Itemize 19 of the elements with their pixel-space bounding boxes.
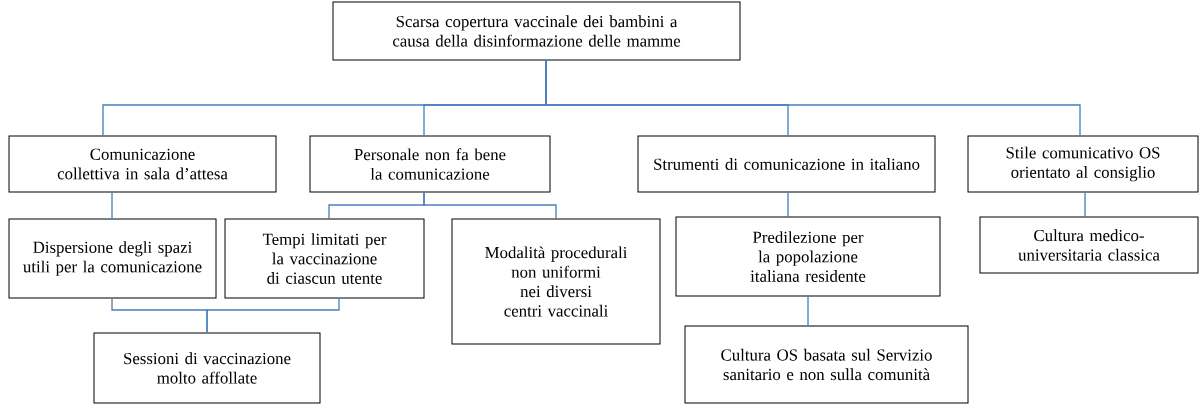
connector-line (807, 295, 809, 327)
text-box: Predilezione per la popolazione italiana residente (675, 216, 941, 297)
text-box: Comunicazione collettiva in sala d’attesa (8, 135, 277, 193)
connector-line (111, 191, 113, 220)
text-box: Scarsa copertura vaccinale dei bambini a causa della disinformazione delle mamme (332, 1, 741, 61)
text-box: Sessioni di vaccinazione molto affollate (93, 332, 321, 404)
connector-line (787, 191, 789, 218)
connector-line (206, 297, 340, 334)
text-box: Strumenti di comunicazione in italiano (637, 135, 936, 193)
connector-line (545, 59, 1081, 137)
text-box: Dispersione degli spazi utili per la comunicazione (8, 218, 217, 299)
text-box: Personale non fa bene la comunicazione (309, 135, 551, 193)
connector-line (1084, 191, 1086, 218)
text-box: Stile comunicativo OS orientato al consiglio (967, 135, 1199, 193)
text-box: Tempi limitati per la vaccinazione di ciascun utente (224, 218, 425, 299)
text-box: Cultura OS basata sul Servizio sanitario e non sulla comunità (684, 325, 969, 404)
text-box: Modalità procedurali non uniformi nei diversi centri vaccinali (451, 218, 661, 345)
text-box: Cultura medico-universitaria classica (979, 216, 1199, 274)
connector-line (423, 191, 557, 220)
